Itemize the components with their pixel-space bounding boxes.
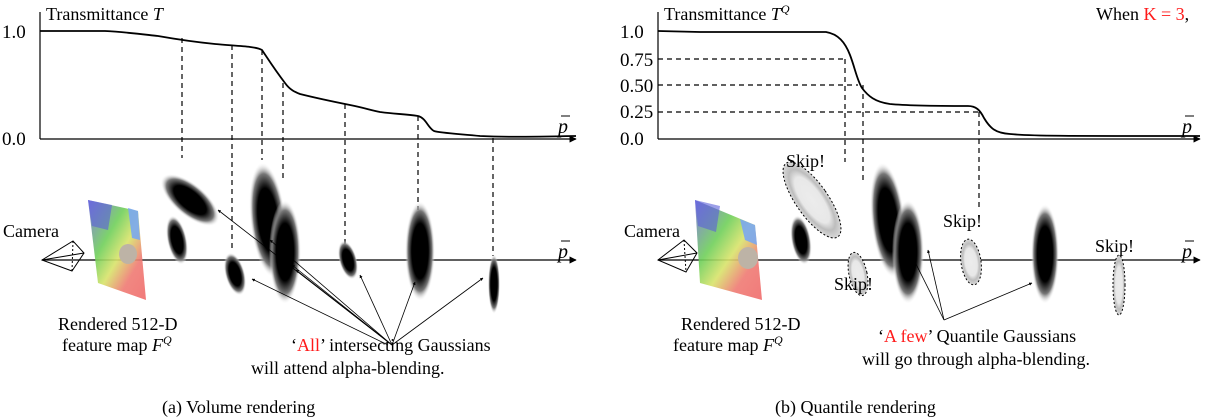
caption-a: (a) Volume rendering [162, 397, 315, 418]
gaussian [223, 252, 247, 296]
y-tick-075: 0.75 [620, 50, 653, 71]
y-tick-0: 0.0 [620, 129, 644, 150]
camera-icon [657, 239, 698, 273]
pointer-lines [217, 209, 484, 346]
camera-label: Camera [3, 221, 59, 241]
skip-gaussian [847, 251, 869, 297]
gaussian [488, 254, 500, 314]
gaussian [405, 201, 435, 301]
pointer-lines [909, 249, 1033, 321]
panel-b: Transmittance TQ When K = 3, 1.0 0.75 0.… [620, 2, 1201, 418]
feature-map-label-line2: feature map FQ [673, 333, 783, 355]
skip-label: Skip! [943, 211, 982, 231]
note-line2: will go through alpha-blending. [862, 349, 1090, 369]
gaussians-b [782, 161, 1126, 316]
note-line2: will attend alpha-blending. [251, 358, 444, 378]
y-tick-0: 0.0 [2, 129, 26, 150]
camera-icon [40, 240, 85, 272]
gaussian [160, 173, 220, 227]
gaussian [892, 200, 924, 304]
feature-map-label-line2: feature map FQ [62, 333, 172, 355]
gaussian [165, 215, 189, 265]
quantile-lines [658, 58, 980, 208]
quantile-transmittance-curve [657, 30, 1201, 137]
caption-b: (b) Quantile rendering [775, 397, 936, 418]
y-tick-1: 1.0 [2, 22, 26, 43]
skip-label: Skip! [834, 274, 873, 294]
gaussian [269, 200, 301, 304]
skip-label: Skip! [1095, 236, 1134, 256]
y-axis-title: Transmittance T [46, 4, 165, 24]
skip-gaussian [782, 161, 842, 239]
transmittance-curve [40, 30, 577, 138]
feature-map-label-line1: Rendered 512-D [681, 314, 800, 334]
skip-labels: Skip! Skip! Skip! Skip! [786, 151, 1134, 294]
y-tick-025: 0.25 [620, 102, 653, 123]
x-axis-label: p [1180, 116, 1192, 138]
note-line1: ‘All’ intersecting Gaussians [291, 335, 491, 355]
note-line1: ‘A few’ Quantile Gaussians [878, 326, 1076, 346]
gaussian [337, 240, 359, 280]
skip-gaussian [1112, 254, 1126, 316]
y-axis-title: Transmittance TQ [664, 2, 790, 24]
feature-map-label-line1: Rendered 512-D [58, 314, 177, 334]
skip-label: Skip! [786, 151, 825, 171]
skip-gaussian [960, 238, 982, 286]
x-axis-label: p [556, 116, 568, 138]
gaussian [1031, 204, 1059, 304]
gaussians-a [160, 162, 500, 314]
k-label: When K = 3, [1096, 4, 1189, 24]
y-tick-1: 1.0 [620, 22, 644, 43]
ray-axis-label: p [556, 241, 568, 263]
y-tick-050: 0.50 [620, 76, 653, 97]
panel-a: Transmittance T 1.0 0.0 p p Camera [2, 4, 577, 418]
projection-lines [181, 38, 494, 256]
ray-axis-label: p [1180, 241, 1192, 263]
camera-label: Camera [624, 221, 680, 241]
gaussian [790, 215, 812, 265]
